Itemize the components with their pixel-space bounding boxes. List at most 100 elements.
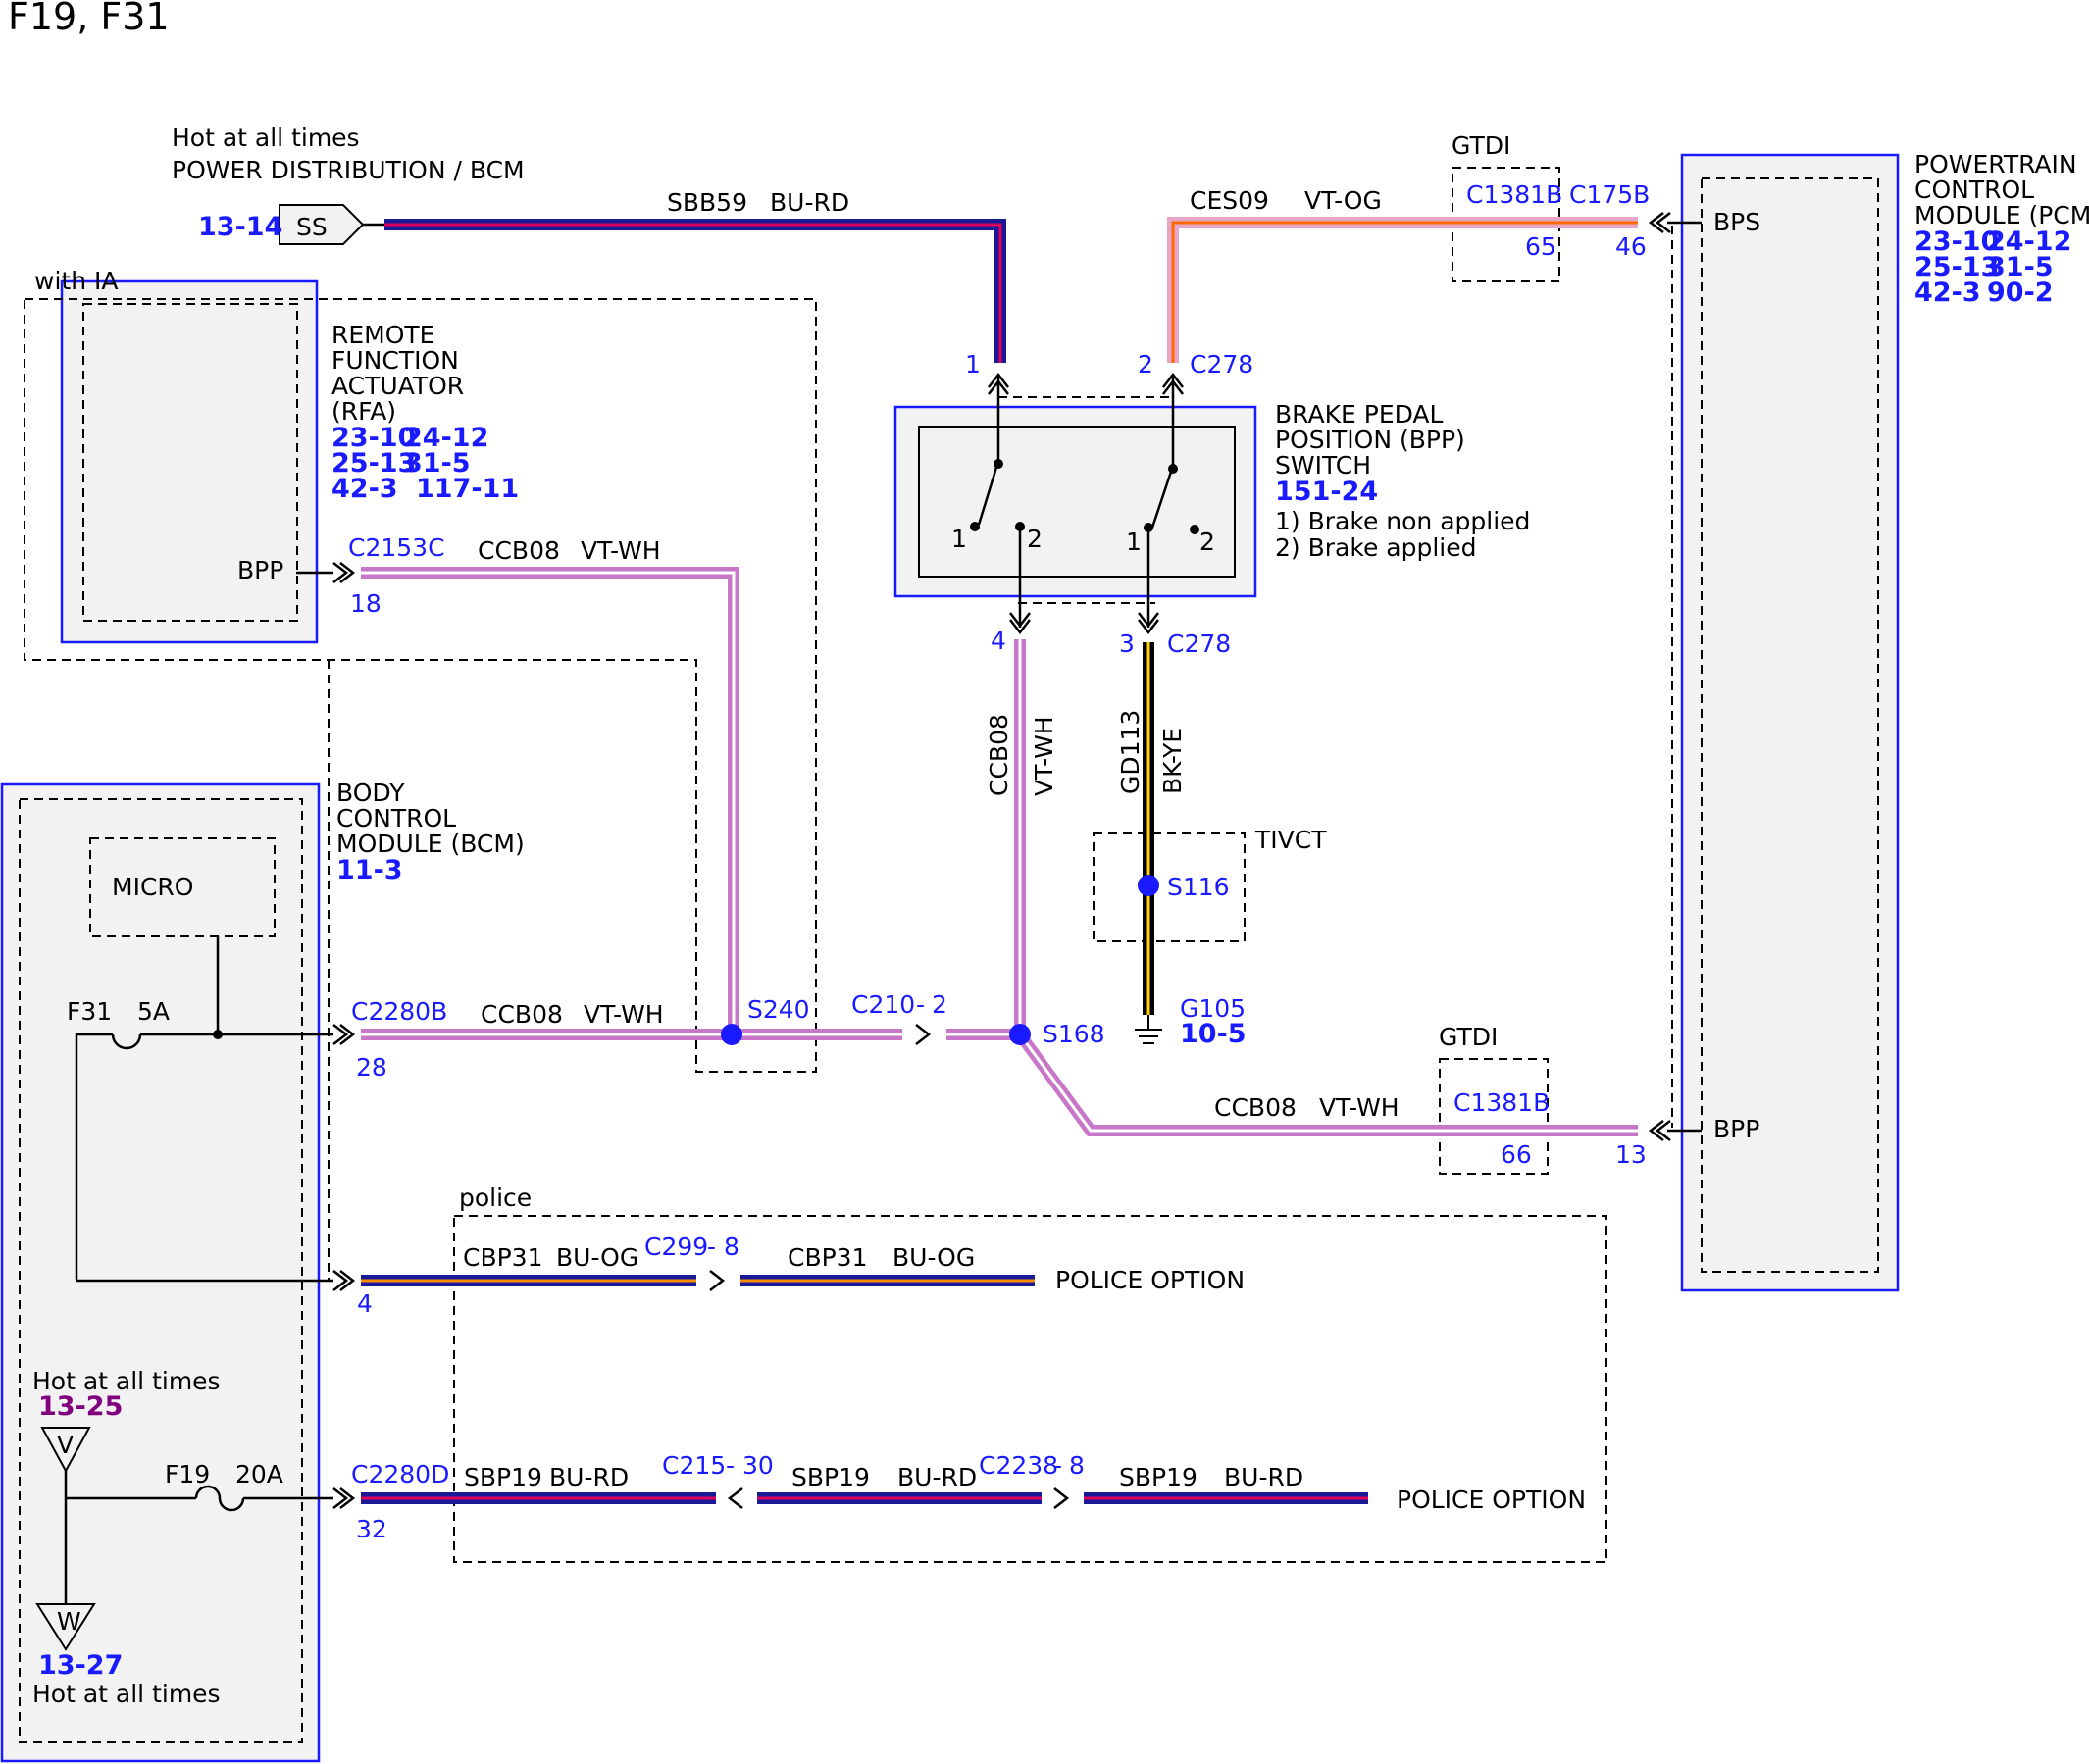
gtdi-bottom-frame bbox=[1439, 1058, 1549, 1175]
ground-symbol bbox=[1135, 1015, 1162, 1044]
rfa-name-line1: REMOTE bbox=[331, 321, 434, 349]
c2238-arrow bbox=[1053, 1487, 1070, 1509]
top-source-note1: Hot at all times bbox=[172, 124, 360, 152]
splice-s240 bbox=[721, 1024, 742, 1045]
bcm-fuse-f19: F19 bbox=[165, 1460, 210, 1488]
pcm-module bbox=[1680, 153, 1900, 1292]
c299-pin: 8 bbox=[724, 1233, 739, 1261]
splices bbox=[721, 875, 1159, 1045]
sbb59-circuit: SBB59 bbox=[667, 188, 747, 217]
rfa-name-line3: ACTUATOR bbox=[331, 372, 464, 400]
bpp-name-line1: BRAKE PEDAL bbox=[1275, 400, 1444, 428]
ss-connector-label: SS bbox=[296, 213, 328, 241]
bcm-hot1: Hot at all times bbox=[32, 1367, 221, 1395]
ccb08-bcm-circuit: CCB08 bbox=[481, 1000, 563, 1029]
c2280d-arrow bbox=[332, 1487, 356, 1509]
cbp31-b-color: BU-OG bbox=[892, 1243, 975, 1272]
top-source-note2: POWER DISTRIBUTION / BCM bbox=[172, 156, 525, 184]
bpp-switch-box bbox=[893, 396, 1257, 604]
bcm-hot2-ref: 13-27 bbox=[38, 1650, 123, 1681]
bcm-conn-b: C2280B bbox=[351, 997, 447, 1026]
police-option-2: POLICE OPTION bbox=[1397, 1486, 1586, 1514]
rfa-ref-2: 24-12 bbox=[404, 423, 488, 453]
top-source-ref: 13-14 bbox=[198, 212, 282, 242]
pcm-name-line3: MODULE (PCM) bbox=[1914, 201, 2089, 229]
rfa-ref-4: 31-5 bbox=[404, 448, 471, 479]
c278-pin2-arrow bbox=[1162, 372, 1184, 395]
gtdi-bottom-pcm-pin: 13 bbox=[1615, 1140, 1647, 1169]
c210-label: C210 bbox=[851, 990, 915, 1019]
connector-arrows bbox=[332, 212, 1671, 1509]
pcm-pin-bps: BPS bbox=[1713, 208, 1760, 236]
splice-s116 bbox=[1138, 875, 1159, 896]
bcm-hot1-conn: V bbox=[57, 1431, 74, 1459]
c299-dash: - bbox=[707, 1233, 716, 1261]
bpp-note-1: 1) Brake non applied bbox=[1275, 507, 1530, 535]
bpp-name-line3: SWITCH bbox=[1275, 451, 1371, 479]
gtdi-bottom-pin: 66 bbox=[1501, 1140, 1532, 1169]
rfa-ref-5: 42-3 bbox=[331, 474, 398, 504]
c215-label: C215 bbox=[662, 1451, 726, 1480]
ces09-circuit: CES09 bbox=[1190, 186, 1269, 215]
c278-pin1-arrow bbox=[988, 372, 1009, 395]
c1381b-pcm-arrow bbox=[1648, 1120, 1671, 1141]
ccb08-bcm-color: VT-WH bbox=[584, 1000, 664, 1029]
bpp-bottom-pin-right: 3 bbox=[1119, 630, 1135, 658]
rfa-connector: C2153C bbox=[348, 533, 445, 562]
wires bbox=[361, 217, 1638, 1504]
sbb59-color: BU-RD bbox=[770, 188, 849, 217]
police-label: police bbox=[459, 1184, 532, 1212]
bpp-note-2: 2) Brake applied bbox=[1275, 533, 1476, 562]
gd113-circuit: GD113 bbox=[1116, 710, 1145, 794]
rfa-name-line2: FUNCTION bbox=[331, 346, 459, 375]
rfa-ref-1: 23-10 bbox=[331, 423, 416, 453]
pcm-ref-2: 24-12 bbox=[1987, 227, 2071, 257]
ccb08-switch-color: VT-WH bbox=[1030, 716, 1058, 796]
c299-label: C299 bbox=[644, 1233, 708, 1261]
wire-ces09 bbox=[1167, 217, 1638, 363]
pcm-name-line2: CONTROL bbox=[1914, 176, 2034, 204]
pcm-ref-5: 42-3 bbox=[1914, 277, 1981, 308]
ccb08-rfa-color: VT-WH bbox=[581, 536, 661, 565]
c2280b-arrow bbox=[332, 1024, 356, 1045]
bcm-ref: 11-3 bbox=[336, 855, 403, 885]
splice-s168 bbox=[1009, 1024, 1031, 1045]
internal-wiring bbox=[64, 221, 1702, 1603]
c210-pin: 2 bbox=[932, 990, 947, 1019]
s168-label: S168 bbox=[1043, 1020, 1105, 1048]
v-connector bbox=[40, 1427, 91, 1474]
ccb08-rfa-circuit: CCB08 bbox=[478, 536, 560, 565]
bcm-pin4-arrow bbox=[332, 1270, 356, 1291]
bcm-conn-d-pin: 32 bbox=[356, 1515, 387, 1543]
sbp19-b-circuit: SBP19 bbox=[791, 1463, 870, 1491]
pcm-ref-3: 25-13 bbox=[1914, 252, 1999, 282]
bpp-contact-right-1: 1 bbox=[1126, 528, 1142, 556]
hot-connectors bbox=[35, 1427, 96, 1651]
ccb08-pcm-circuit: CCB08 bbox=[1214, 1093, 1297, 1122]
cbp31-b-circuit: CBP31 bbox=[788, 1243, 868, 1272]
bcm-conn-b-pin: 28 bbox=[356, 1053, 387, 1082]
bcm-name-line1: BODY bbox=[336, 779, 405, 807]
bpp-contact-right-2: 2 bbox=[1199, 528, 1215, 556]
with-ia-frame bbox=[24, 298, 817, 1073]
rfa-name-line4: (RFA) bbox=[331, 397, 396, 426]
bpp-ref: 151-24 bbox=[1275, 477, 1378, 507]
police-frame bbox=[453, 1215, 1607, 1563]
c299-arrow bbox=[709, 1270, 726, 1291]
bcm-module bbox=[0, 782, 321, 1763]
s116-label: S116 bbox=[1167, 873, 1230, 901]
bpp-top-pin-right: 2 bbox=[1138, 350, 1153, 378]
sbp19-a-color: BU-RD bbox=[549, 1463, 629, 1491]
c215-dash: - bbox=[726, 1451, 735, 1480]
rfa-pin: 18 bbox=[350, 589, 382, 618]
c2153c-arrow bbox=[332, 562, 356, 583]
rfa-ref-3: 25-13 bbox=[331, 448, 416, 479]
ground-name: G105 bbox=[1180, 994, 1246, 1023]
pcm-ref-4: 31-5 bbox=[1987, 252, 2054, 282]
bpp-bottom-connector: C278 bbox=[1167, 630, 1231, 658]
bcm-fuse-f31-rating: 5A bbox=[137, 997, 170, 1026]
pcm-name-line1: POWERTRAIN bbox=[1914, 150, 2077, 178]
sbp19-b-color: BU-RD bbox=[897, 1463, 977, 1491]
rfa-ref-6: 117-11 bbox=[416, 474, 519, 504]
